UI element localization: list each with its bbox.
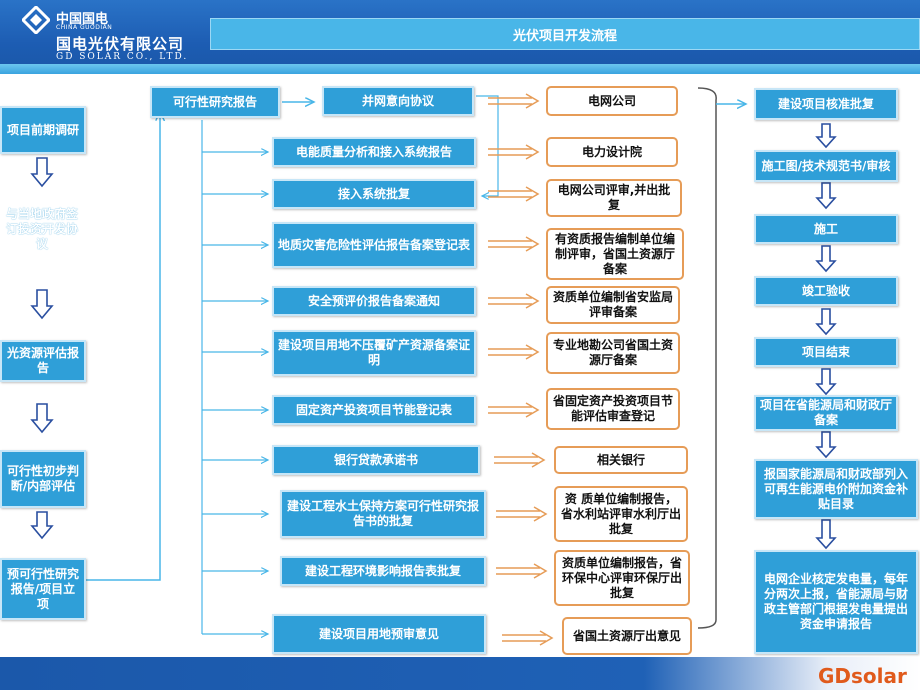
authority-8: 相关银行: [554, 446, 688, 474]
middle-item-8: 银行贷款承诺书: [272, 445, 480, 475]
right-step-1: 建设项目核准批复: [754, 88, 898, 120]
company-logo-icon: [22, 6, 50, 34]
company-name-en: GD SOLAR CO., LTD.: [56, 52, 189, 62]
authority-6: 专业地勘公司省国土资源厅备案: [546, 332, 680, 374]
authority-11: 省国土资源厅出意见: [562, 617, 692, 655]
authority-7: 省固定资产投资项目节能评估审查登记: [546, 388, 680, 430]
authority-3: 电网公司评审,并出批复: [546, 179, 682, 217]
middle-item-1: 并网意向协议: [322, 86, 474, 116]
middle-item-5: 安全预评价报告备案通知: [272, 286, 476, 316]
right-step-5: 项目结束: [754, 337, 898, 367]
authority-2: 电力设计院: [546, 137, 678, 167]
header-accent-band: [0, 64, 920, 74]
left-step-5: 预可行性研究报告/项目立项: [0, 558, 86, 620]
feasibility-report: 可行性研究报告: [150, 86, 280, 118]
middle-item-2: 电能质量分析和接入系统报告: [272, 137, 476, 167]
left-step-3: 光资源评估报告: [0, 340, 86, 382]
middle-item-7: 固定资产投资项目节能登记表: [272, 395, 476, 425]
right-step-4: 竣工验收: [754, 276, 898, 306]
authority-10: 资质单位编制报告，省环保中心评审环保厅出批复: [554, 550, 690, 606]
middle-item-6: 建设项目用地不压覆矿产资源备案证明: [272, 330, 476, 376]
middle-item-9: 建设工程水土保持方案可行性研究报告书的批复: [280, 490, 486, 538]
middle-item-11: 建设项目用地预审意见: [272, 614, 486, 654]
logo-en-text: CHINA GUODIAN: [56, 24, 113, 31]
logo-cn-text: 中国国电: [56, 12, 109, 27]
left-step-4: 可行性初步判断/内部评估: [0, 450, 86, 508]
right-step-6: 项目在省能源局和财政厅备案: [754, 395, 898, 431]
footer-bar: [0, 657, 920, 690]
middle-item-3: 接入系统批复: [272, 179, 476, 209]
middle-item-10: 建设工程环境影响报告表批复: [280, 556, 486, 586]
right-step-7: 报国家能源局和财政部列入可再生能源电价附加资金补贴目录: [754, 459, 918, 519]
authority-4: 有资质报告编制单位编制评审，省国土资源厅备案: [546, 228, 684, 280]
left-step-1: 项目前期调研: [0, 106, 86, 154]
authority-5: 资质单位编制省安监局评审备案: [546, 286, 680, 324]
right-step-2: 施工图/技术规范书/审核: [754, 150, 898, 182]
left-step-2: 与当地政府签订投资开发协议: [6, 206, 79, 251]
authority-9: 资 质单位编制报告，省水利站评审水利厅出批复: [554, 486, 688, 542]
page-title: 光伏项目开发流程: [210, 18, 920, 50]
right-step-8: 电网企业核定发电量，每年分两次上报，省能源局与财政主管部门根据发电量提出资金申请…: [754, 550, 918, 654]
right-step-3: 施工: [754, 214, 898, 244]
company-name-cn: 国电光伏有限公司: [56, 35, 185, 53]
footer-logo: GDsolar: [818, 664, 907, 688]
middle-item-4: 地质灾害危险性评估报告备案登记表: [272, 222, 476, 268]
authority-1: 电网公司: [546, 86, 678, 116]
